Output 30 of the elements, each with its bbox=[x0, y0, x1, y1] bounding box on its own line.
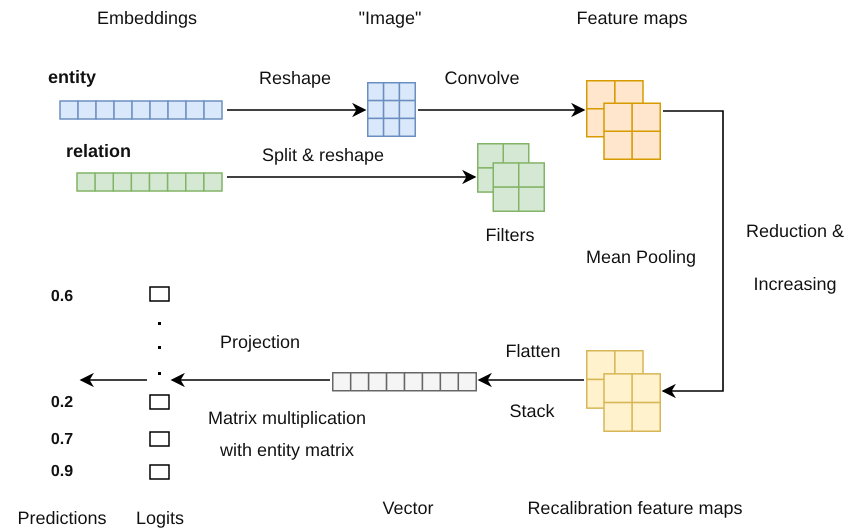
arrow bbox=[170, 372, 330, 388]
grid-drawing bbox=[367, 82, 416, 137]
arrow bbox=[662, 110, 724, 398]
arrow bbox=[227, 170, 476, 184]
column-caption: Vector bbox=[382, 497, 434, 519]
arrow bbox=[227, 102, 366, 118]
embedding-name: relation bbox=[66, 140, 132, 162]
column-heading: Embeddings bbox=[96, 7, 198, 29]
cell-bar-drawing bbox=[332, 372, 477, 390]
arrow bbox=[418, 102, 586, 118]
embedding-name: entity bbox=[48, 66, 96, 88]
node-caption: Predictions bbox=[17, 507, 107, 529]
node-caption: Filters bbox=[486, 224, 534, 246]
step-label: Matrix multiplication with entity matrix bbox=[206, 407, 368, 462]
feature-map-stack-drawing bbox=[477, 143, 545, 212]
column-heading: "Image" bbox=[358, 7, 422, 29]
arrow bbox=[478, 372, 584, 388]
node-caption: Logits bbox=[136, 507, 184, 529]
step-label: Mean Pooling bbox=[586, 246, 696, 268]
feature-map-stack-drawing bbox=[586, 80, 661, 160]
logit-column-drawing bbox=[149, 286, 170, 480]
prediction-value: 0.7 bbox=[50, 430, 74, 450]
feature-map-stack-drawing bbox=[586, 350, 661, 432]
column-heading: Feature maps bbox=[576, 7, 688, 29]
step-label: Stack bbox=[509, 400, 555, 422]
prediction-value: 0.2 bbox=[50, 393, 74, 413]
prediction-value: 0.6 bbox=[50, 287, 74, 307]
prediction-value: 0.9 bbox=[50, 462, 74, 482]
node-caption: Recalibration feature maps bbox=[527, 497, 743, 519]
arrow bbox=[80, 372, 147, 388]
